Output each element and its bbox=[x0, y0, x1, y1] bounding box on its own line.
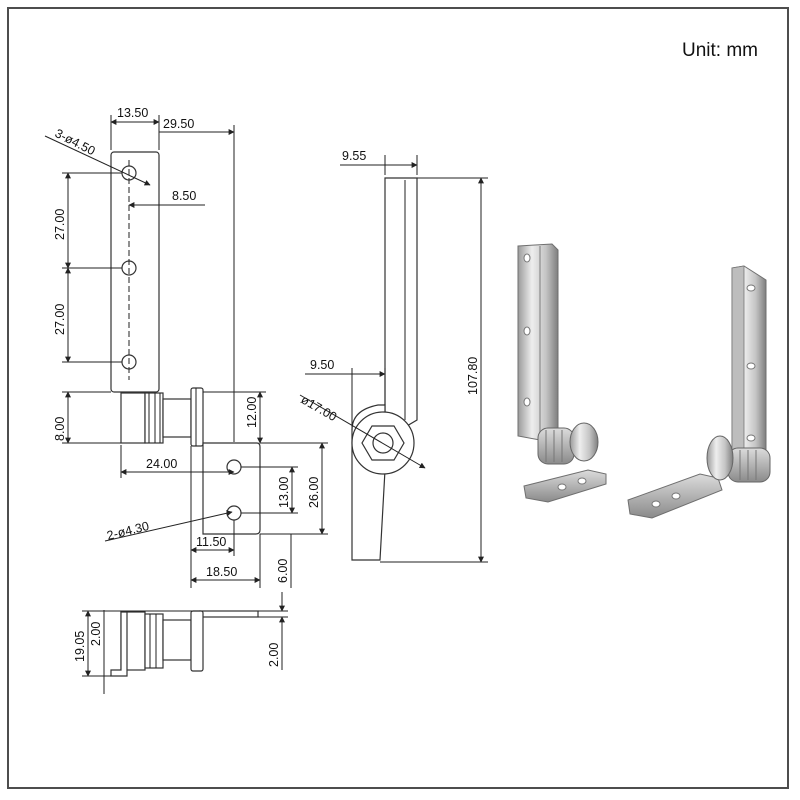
dim-top-plate-width: 13.50 bbox=[117, 106, 148, 120]
hinge-photo-right bbox=[627, 265, 771, 519]
dim-hub-diameter: ø17.00 bbox=[299, 392, 340, 424]
dim-lower-plate-height: 26.00 bbox=[307, 477, 321, 508]
photo-hole bbox=[523, 253, 531, 263]
dim-lower-hole-pitch: 13.00 bbox=[277, 477, 291, 508]
photo-hole bbox=[523, 326, 531, 336]
hub-shaft bbox=[162, 398, 192, 438]
dim-side-depth: 9.55 bbox=[342, 149, 366, 163]
photo-hub-cap bbox=[569, 422, 599, 462]
lower-plate bbox=[202, 442, 261, 535]
dim-lower-holes: 2-ø4.30 bbox=[105, 519, 150, 543]
photo-hub-cap bbox=[706, 435, 734, 481]
photo-hole bbox=[523, 397, 531, 407]
dim-hole-pitch-upper: 27.00 bbox=[53, 209, 67, 240]
photo-hole bbox=[746, 434, 756, 442]
hub-flange bbox=[190, 387, 204, 447]
photo-upright bbox=[517, 243, 559, 441]
photo-hole bbox=[577, 477, 587, 485]
photo-spring bbox=[727, 447, 771, 483]
bottom-collar bbox=[144, 613, 164, 669]
photo-hole bbox=[746, 362, 756, 370]
unit-label: Unit: mm bbox=[682, 40, 758, 61]
front-view: 13.50 29.50 3-ø4.50 8.50 27.00 27.00 8.0… bbox=[44, 106, 328, 588]
dim-lower-hole-x: 11.50 bbox=[196, 535, 226, 549]
dim-lower-edge: 6.00 bbox=[276, 559, 290, 583]
photo-hole bbox=[671, 492, 681, 500]
bottom-bracket bbox=[110, 611, 128, 677]
dim-bottom-height: 19.05 bbox=[73, 631, 87, 662]
photo-hole bbox=[746, 284, 756, 292]
hub-nut bbox=[120, 392, 146, 444]
dim-overall-height: 107.80 bbox=[466, 357, 480, 395]
dim-bottom-thickness: 2.00 bbox=[89, 622, 103, 646]
photo-hole bbox=[557, 483, 567, 491]
side-plate bbox=[384, 177, 418, 431]
dim-bottom-right-thickness: 2.00 bbox=[267, 643, 281, 667]
hinge-photo-left bbox=[517, 243, 607, 503]
dim-lower-plate-width: 18.50 bbox=[206, 565, 237, 579]
bottom-flange bbox=[190, 610, 204, 672]
dim-hub-height: 12.00 bbox=[245, 397, 259, 428]
dim-overall-width: 29.50 bbox=[163, 117, 194, 131]
bottom-shaft bbox=[162, 619, 192, 661]
dim-lower-offset: 24.00 bbox=[146, 457, 177, 471]
photo-spring bbox=[537, 427, 575, 465]
dim-side-offset: 9.50 bbox=[310, 358, 334, 372]
dim-bottom-offset: 8.00 bbox=[53, 417, 67, 441]
photo-hole bbox=[651, 500, 661, 508]
bottom-view: 19.05 2.00 2.00 bbox=[73, 592, 288, 694]
dim-hole-pitch-lower: 27.00 bbox=[53, 304, 67, 335]
dim-hole-offset: 8.50 bbox=[172, 189, 196, 203]
bottom-plate bbox=[199, 610, 259, 618]
side-view: 9.55 9.50 ø17.00 107.80 bbox=[299, 149, 488, 563]
